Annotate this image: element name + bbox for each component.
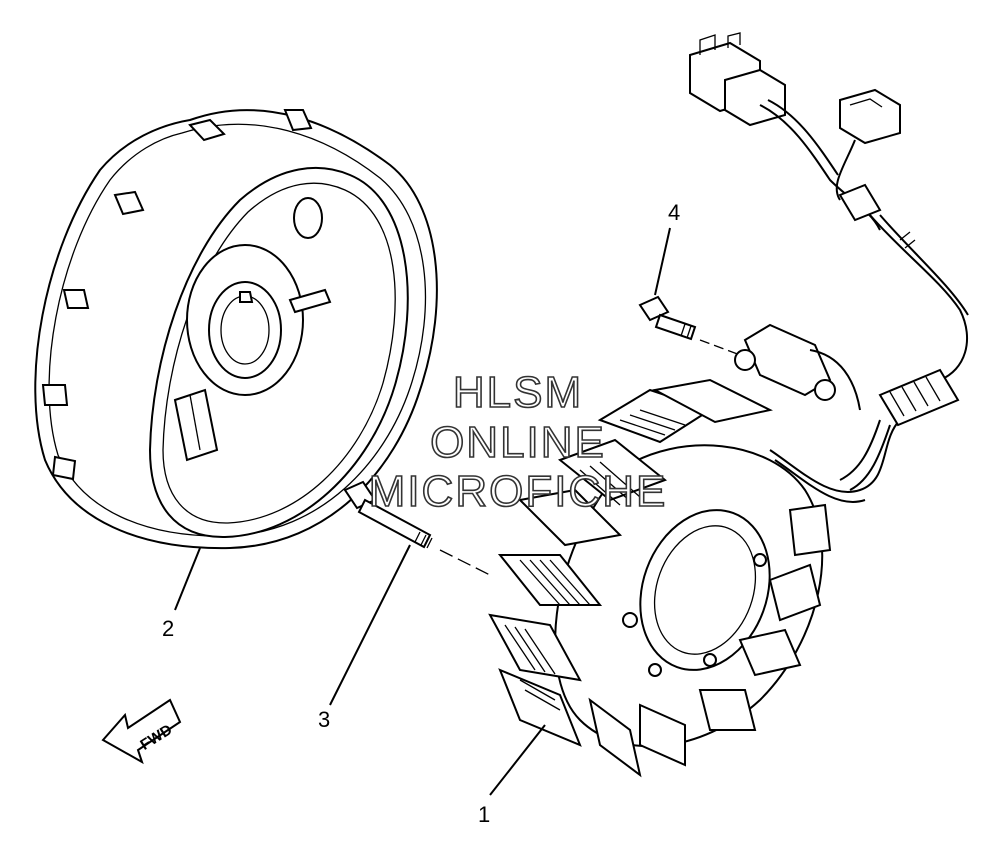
rotor-flywheel [34,109,438,550]
callout-2: 2 [162,616,174,641]
leader-line-1 [489,724,546,796]
watermark-line-1: HLSM [453,368,583,417]
leader-line-4 [654,227,671,296]
watermark-line-3: MICROFICHE [369,467,668,516]
callout-4: 4 [668,200,680,225]
callout-1: 1 [478,802,490,827]
leader-line-2 [174,547,201,611]
fwd-arrow-icon: FWD [101,698,182,765]
watermark: HLSM ONLINE MICROFICHE [368,367,668,517]
callout-3: 3 [318,707,330,732]
stator-assembly [488,378,901,778]
watermark-line-2: ONLINE [430,418,606,467]
wiring-harness [689,32,969,491]
stator-bolt [343,480,491,576]
leader-line-3 [329,544,411,706]
pickup-coil-screw [638,295,741,356]
